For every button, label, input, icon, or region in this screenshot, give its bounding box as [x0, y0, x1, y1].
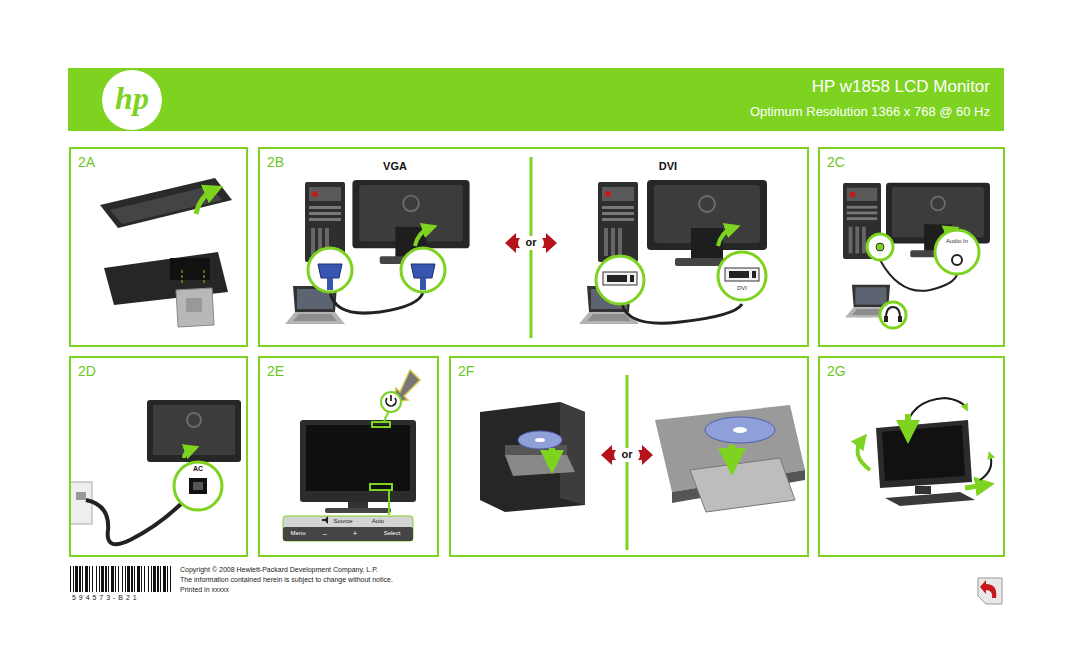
or-text: or: [622, 448, 633, 460]
copyright-note: Printed in xxxxx: [180, 586, 229, 594]
barcode-bar: [153, 566, 156, 592]
barcode-bar: [127, 566, 130, 592]
button-label: Auto: [372, 518, 384, 525]
step-panel: 2C: [818, 147, 1005, 347]
logo-text: hp: [102, 82, 162, 114]
copyright-note: The information contained herein is subj…: [180, 576, 393, 584]
barcode: [70, 566, 171, 592]
barcode-number: 5 9 4 5 7 3 - B 2 1: [72, 594, 137, 602]
barcode-bar: [105, 566, 107, 592]
button-label: Select: [384, 530, 401, 537]
or-double-arrow: [601, 445, 653, 465]
audio-hookup-art: [843, 183, 990, 328]
step-panel: 2E: [258, 356, 439, 557]
button-label: –: [323, 530, 327, 538]
barcode-bar: [99, 566, 100, 592]
barcode-bar: [144, 566, 145, 592]
port-label: AC: [193, 465, 203, 473]
barcode-bar: [70, 566, 71, 592]
barcode-bar: [111, 566, 114, 592]
barcode-bar: [170, 566, 171, 592]
barcode-bar: [101, 566, 104, 592]
barcode-bar: [96, 566, 97, 592]
dvi-hookup-art: [579, 180, 767, 324]
panel-2a-art: [100, 178, 232, 327]
disc-install-art: [480, 402, 585, 512]
power-on-art: [283, 370, 420, 541]
step-number: 2D: [78, 363, 96, 379]
power-hookup-art: [70, 400, 241, 544]
button-label: Menu: [290, 530, 305, 537]
or-double-arrow: [505, 233, 557, 253]
barcode-bar: [141, 566, 142, 592]
step-panel: 2A: [69, 147, 248, 347]
subtitle-text: Optimum Resolution 1366 x 768 @ 60 Hz: [750, 104, 990, 119]
barcode-bar: [115, 566, 116, 592]
barcode-bar: [92, 566, 93, 592]
connector-name: VGA: [383, 160, 407, 172]
barcode-bar: [125, 566, 126, 592]
hp-logo: hp: [102, 70, 162, 130]
barcode-bar: [148, 566, 149, 592]
barcode-bar: [163, 566, 166, 592]
barcode-bar: [82, 566, 83, 592]
vga-hookup-art: [285, 180, 470, 324]
port-label: DVI: [737, 285, 747, 292]
barcode-bar: [157, 566, 159, 592]
barcode-bar: [108, 566, 109, 592]
copyright-note: Copyright © 2008 Hewlett-Packard Develop…: [180, 566, 378, 574]
port-label: Audio In: [946, 238, 968, 245]
step-number: 2B: [267, 154, 284, 170]
step-number: 2E: [267, 363, 284, 379]
button-label: Source: [333, 518, 352, 525]
step-number: 2C: [827, 154, 845, 170]
or-text: or: [526, 236, 537, 248]
barcode-bar: [167, 566, 168, 592]
barcode-bar: [122, 566, 123, 592]
barcode-bar: [79, 566, 81, 592]
barcode-bar: [73, 566, 74, 592]
barcode-bar: [151, 566, 152, 592]
laptop-disc-art: [655, 405, 805, 512]
header-band: HP w1858 LCD MonitorOptimum Resolution 1…: [68, 68, 1004, 131]
step-number: 2G: [827, 363, 846, 379]
step-panel: 2D: [69, 356, 248, 557]
barcode-bar: [85, 566, 88, 592]
adjust-monitor-art: [858, 398, 992, 506]
barcode-bar: [89, 566, 90, 592]
barcode-bar: [134, 566, 135, 592]
step-panel: 2G: [818, 356, 1005, 557]
divider-line: [626, 375, 629, 550]
barcode-bar: [131, 566, 133, 592]
connector-name: DVI: [659, 160, 677, 172]
step-number: 2F: [458, 363, 474, 379]
barcode-bar: [75, 566, 78, 592]
step-number: 2A: [78, 154, 95, 170]
button-label: +: [353, 530, 357, 538]
barcode-bar: [160, 566, 161, 592]
barcode-bar: [118, 566, 119, 592]
title-text: HP w1858 LCD Monitor: [812, 77, 990, 97]
back-arrow-icon: [978, 578, 1002, 604]
barcode-bar: [137, 566, 140, 592]
